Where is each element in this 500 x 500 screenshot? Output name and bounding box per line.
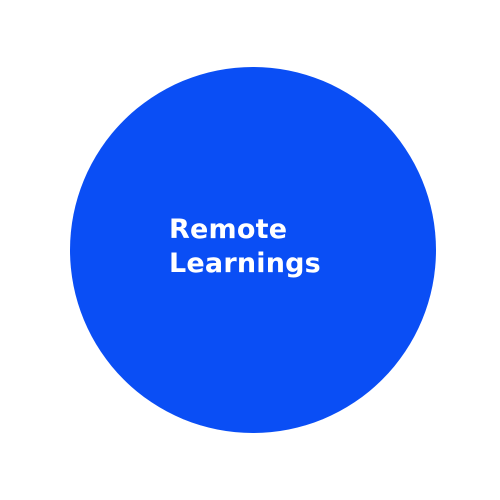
logo-circle — [70, 67, 436, 433]
brand-name-line-1: Remote — [169, 214, 288, 245]
brand-name-line-2: Learnings — [169, 248, 321, 279]
brand-name: Remote Learnings — [169, 213, 321, 281]
